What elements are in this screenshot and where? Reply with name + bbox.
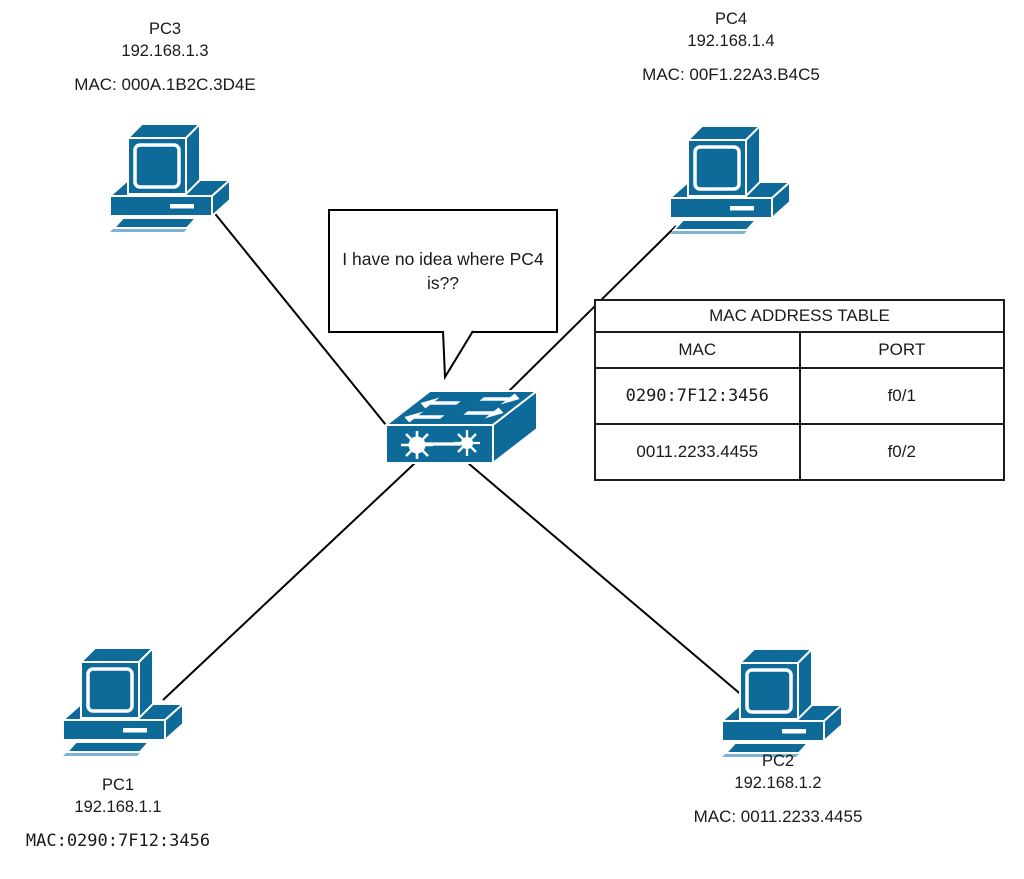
pc1-mac: MAC:0290:7F12:3456 xyxy=(25,831,211,851)
pc3-ip: 192.168.1.3 xyxy=(121,42,209,60)
pc3-desktop-computer-icon xyxy=(108,122,232,234)
pc2-label: PC2 192.168.1.2 MAC: 0011.2233.4455 xyxy=(638,750,918,828)
port-cell: f0/1 xyxy=(798,367,1005,425)
network-switch-icon xyxy=(383,388,540,466)
mac-address-table: MAC ADDRESS TABLE MAC PORT 0290:7F12:345… xyxy=(594,299,1005,481)
pc2-name: PC2 xyxy=(761,752,795,770)
pc4-desktop-computer-icon xyxy=(668,124,792,236)
pc4-name: PC4 xyxy=(714,10,748,28)
link-pc3-switch xyxy=(207,204,391,431)
table-row: 0290:7F12:3456 f0/1 xyxy=(594,367,1005,425)
link-switch-pc1 xyxy=(162,462,416,701)
mac-cell: 0290:7F12:3456 xyxy=(594,367,801,425)
pc1-desktop-computer-icon xyxy=(61,646,185,758)
mac-column-header: MAC xyxy=(594,331,801,369)
speech-bubble xyxy=(328,209,558,381)
mac-table-title: MAC ADDRESS TABLE xyxy=(594,299,1005,333)
port-column-header: PORT xyxy=(798,331,1005,369)
pc4-label: PC4 192.168.1.4 MAC: 00F1.22A3.B4C5 xyxy=(591,8,871,86)
pc1-name: PC1 xyxy=(101,776,135,794)
pc3-name: PC3 xyxy=(148,20,182,38)
mac-cell: 0011.2233.4455 xyxy=(594,423,801,481)
port-cell: f0/2 xyxy=(798,423,1005,481)
pc3-mac: MAC: 000A.1B2C.3D4E xyxy=(74,75,256,94)
table-row: MAC PORT xyxy=(594,331,1005,369)
link-switch-pc2 xyxy=(467,462,745,698)
pc1-ip: 192.168.1.1 xyxy=(74,798,162,816)
table-row: 0011.2233.4455 f0/2 xyxy=(594,423,1005,481)
pc4-mac: MAC: 00F1.22A3.B4C5 xyxy=(642,65,820,84)
link-pc4-switch xyxy=(507,225,677,393)
pc1-label: PC1 192.168.1.1 MAC:0290:7F12:3456 xyxy=(0,774,236,852)
pc2-desktop-computer-icon xyxy=(720,647,844,759)
pc2-ip: 192.168.1.2 xyxy=(734,774,822,792)
pc2-mac: MAC: 0011.2233.4455 xyxy=(693,807,863,826)
switch-front-hubs xyxy=(401,430,480,459)
pc4-ip: 192.168.1.4 xyxy=(687,32,775,50)
pc3-label: PC3 192.168.1.3 MAC: 000A.1B2C.3D4E xyxy=(25,18,305,96)
speech-bubble-text: I have no idea where PC4 is?? xyxy=(342,248,544,294)
table-row: MAC ADDRESS TABLE xyxy=(594,299,1005,333)
